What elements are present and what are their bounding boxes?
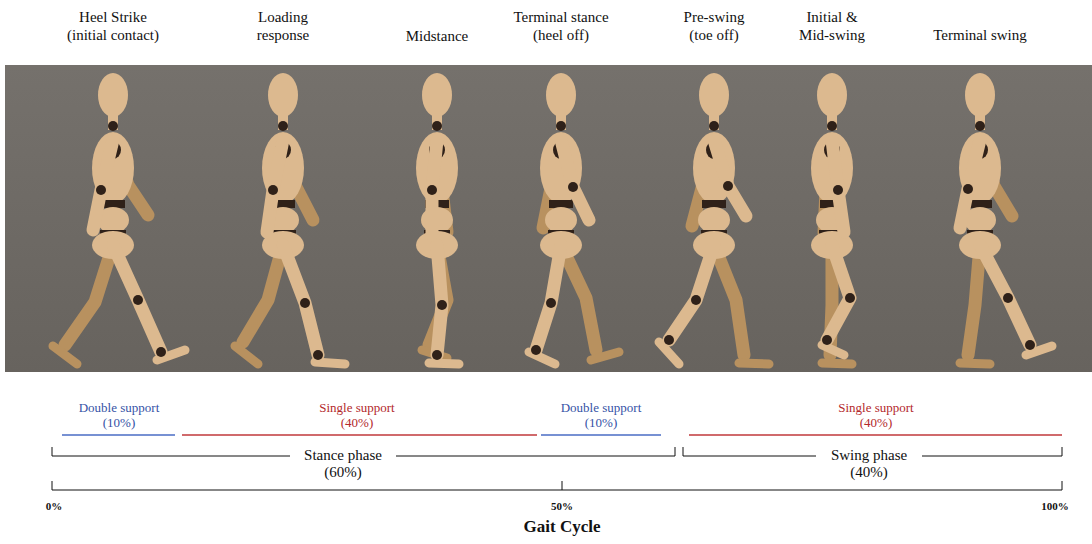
double-support-line — [541, 434, 661, 436]
gait-axis — [52, 481, 1062, 490]
phase-bracket-label: Swing phase (40%) — [816, 447, 922, 481]
single-support-line — [689, 434, 1062, 436]
phase-name: Terminal swing — [933, 26, 1027, 44]
support-label: Single support (40%) — [830, 400, 922, 430]
phase-name: Loading response — [252, 8, 314, 44]
axis-tick-label: 50% — [551, 500, 573, 513]
phase-name: Terminal stance (heel off) — [506, 8, 616, 44]
axis-tick-label: 100% — [1041, 500, 1069, 513]
double-support-line — [62, 434, 175, 436]
phase-bracket-label: Stance phase (60%) — [290, 447, 396, 481]
support-label: Double support (10%) — [555, 400, 647, 430]
phase-name: Pre-swing (toe off) — [678, 8, 750, 44]
support-label: Double support (10%) — [73, 400, 165, 430]
phase-name: Midstance — [406, 27, 468, 45]
phase-name: Heel Strike (initial contact) — [63, 8, 163, 44]
support-label: Single support (40%) — [311, 400, 403, 430]
axis-caption: Gait Cycle — [524, 517, 601, 537]
phase-name: Initial & Mid-swing — [795, 8, 869, 44]
axis-tick-label: 0% — [46, 500, 63, 513]
single-support-line — [182, 434, 537, 436]
